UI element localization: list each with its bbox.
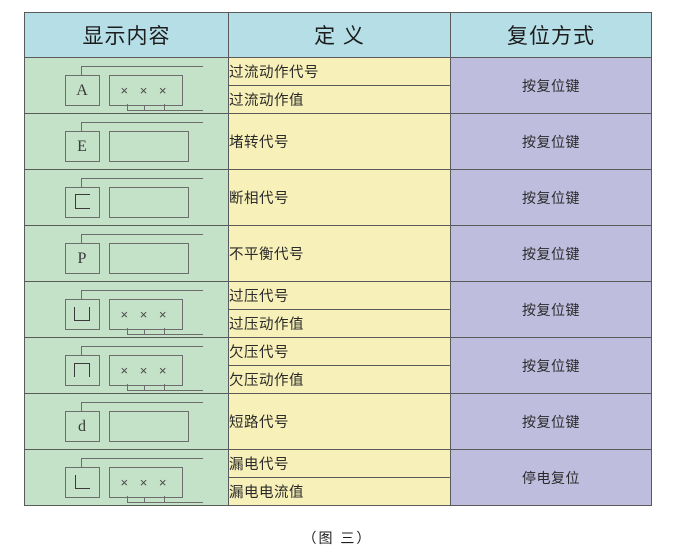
cell-reset-method: 按复位键: [450, 393, 652, 450]
lead-line-bottom: [143, 389, 203, 391]
lead-line-bottom: [143, 501, 203, 503]
n-shape-symbol-icon: [74, 362, 90, 377]
cell-definition: 断相代号: [228, 169, 451, 226]
cell-definition: 欠压动作值: [228, 365, 451, 394]
lead-line-top: [80, 177, 203, 179]
lead-line-bottom: [143, 333, 203, 335]
display-glyph: A× × ×: [47, 62, 207, 111]
cell-reset-method: 按复位键: [450, 113, 652, 170]
lead-line-top: [80, 345, 203, 347]
lead-line-stub: [80, 457, 82, 467]
code-letter-box: [64, 354, 100, 386]
value-display-box: [108, 186, 189, 218]
lead-line-top: [80, 233, 203, 235]
display-glyph: × × ×: [47, 342, 207, 391]
table-row: 漏电电流值: [25, 477, 652, 506]
cell-definition: 短路代号: [228, 393, 451, 450]
lead-line-stub: [80, 289, 82, 299]
cell-display-content: × × ×: [24, 449, 229, 506]
lead-line-bottom-stub: [143, 104, 145, 111]
value-display-box: × × ×: [108, 298, 183, 330]
lead-line-bottom: [143, 109, 203, 111]
lead-line-stub: [80, 177, 82, 187]
cell-definition: 过流动作代号: [228, 57, 451, 86]
lead-line-top: [80, 289, 203, 291]
cell-reset-method: 停电复位: [450, 449, 652, 506]
cell-display-content: × × ×: [24, 281, 229, 338]
cell-display-content: P: [24, 225, 229, 282]
code-letter-box: A: [64, 74, 100, 106]
cell-display-content: d: [24, 393, 229, 450]
cell-reset-method: 按复位键: [450, 281, 652, 338]
lead-line-stub: [80, 345, 82, 355]
cell-definition: 欠压代号: [228, 337, 451, 366]
table-row: E 堵转代号按复位键: [24, 113, 652, 170]
table-row: 欠压动作值: [25, 365, 652, 394]
cell-definition: 漏电代号: [228, 449, 451, 478]
table-row: × × × 漏电代号停电复位: [24, 449, 652, 506]
cell-display-content: × × ×: [24, 337, 229, 394]
lead-line-bottom-stub: [143, 328, 145, 335]
value-display-box: [108, 130, 189, 162]
lead-line-top: [80, 401, 203, 403]
display-glyph: [47, 174, 207, 222]
lead-line-bottom-stub: [143, 384, 145, 391]
cell-reset-method: 按复位键: [450, 57, 652, 114]
lead-line-stub: [80, 233, 82, 243]
l-shape-symbol-icon: [74, 474, 90, 489]
table-row: 过压动作值: [25, 309, 652, 338]
code-letter-box: [64, 298, 100, 330]
lead-line-bottom-stub: [143, 496, 145, 503]
c-shape-symbol-icon: [74, 194, 90, 210]
cell-definition: 过压代号: [228, 281, 451, 310]
display-glyph: × × ×: [47, 454, 207, 503]
code-letter-box: d: [64, 410, 100, 442]
cell-display-content: A× × ×: [24, 57, 229, 114]
cell-reset-method: 按复位键: [450, 337, 652, 394]
figure-caption: （图 三）: [302, 530, 373, 546]
cell-display-content: E: [24, 113, 229, 170]
code-letter-box: E: [64, 130, 100, 162]
code-letter-box: P: [64, 242, 100, 274]
cell-definition: 堵转代号: [228, 113, 451, 170]
cell-reset-method: 按复位键: [450, 169, 652, 226]
table-row: d 短路代号按复位键: [24, 393, 652, 450]
cell-definition: 不平衡代号: [228, 225, 451, 282]
value-display-box: × × ×: [108, 466, 183, 498]
cell-definition: 漏电电流值: [228, 477, 451, 506]
cell-definition: 过流动作值: [228, 85, 451, 114]
header-reset-method: 复位方式: [450, 12, 652, 58]
cell-reset-method: 按复位键: [450, 225, 652, 282]
lead-line-top: [80, 65, 203, 67]
value-display-box: [108, 410, 189, 442]
table-header-row: 显示内容 定 义 复位方式: [24, 12, 652, 58]
u-shape-symbol-icon: [74, 306, 90, 321]
lead-line-stub: [80, 121, 82, 131]
cell-display-content: [24, 169, 229, 226]
lead-line-stub: [80, 65, 82, 75]
value-display-box: × × ×: [108, 354, 183, 386]
display-glyph: P: [47, 230, 207, 278]
table-row: × × × 欠压代号按复位键: [24, 337, 652, 394]
table-row: P 不平衡代号按复位键: [24, 225, 652, 282]
table-row: × × × 过压代号按复位键: [24, 281, 652, 338]
lead-line-stub: [80, 401, 82, 411]
header-definition: 定 义: [228, 12, 451, 58]
code-letter-box: [64, 186, 100, 218]
display-glyph: × × ×: [47, 286, 207, 335]
code-letter-box: [64, 466, 100, 498]
table-row: 断相代号按复位键: [24, 169, 652, 226]
lead-line-top: [80, 457, 203, 459]
cell-definition: 过压动作值: [228, 309, 451, 338]
value-display-box: [108, 242, 189, 274]
display-glyph: E: [47, 118, 207, 166]
lead-line-top: [80, 121, 203, 123]
display-glyph: d: [47, 398, 207, 446]
value-display-box: × × ×: [108, 74, 183, 106]
table-row: A× × × 过流动作代号按复位键: [24, 57, 652, 114]
header-display-content: 显示内容: [24, 12, 229, 58]
